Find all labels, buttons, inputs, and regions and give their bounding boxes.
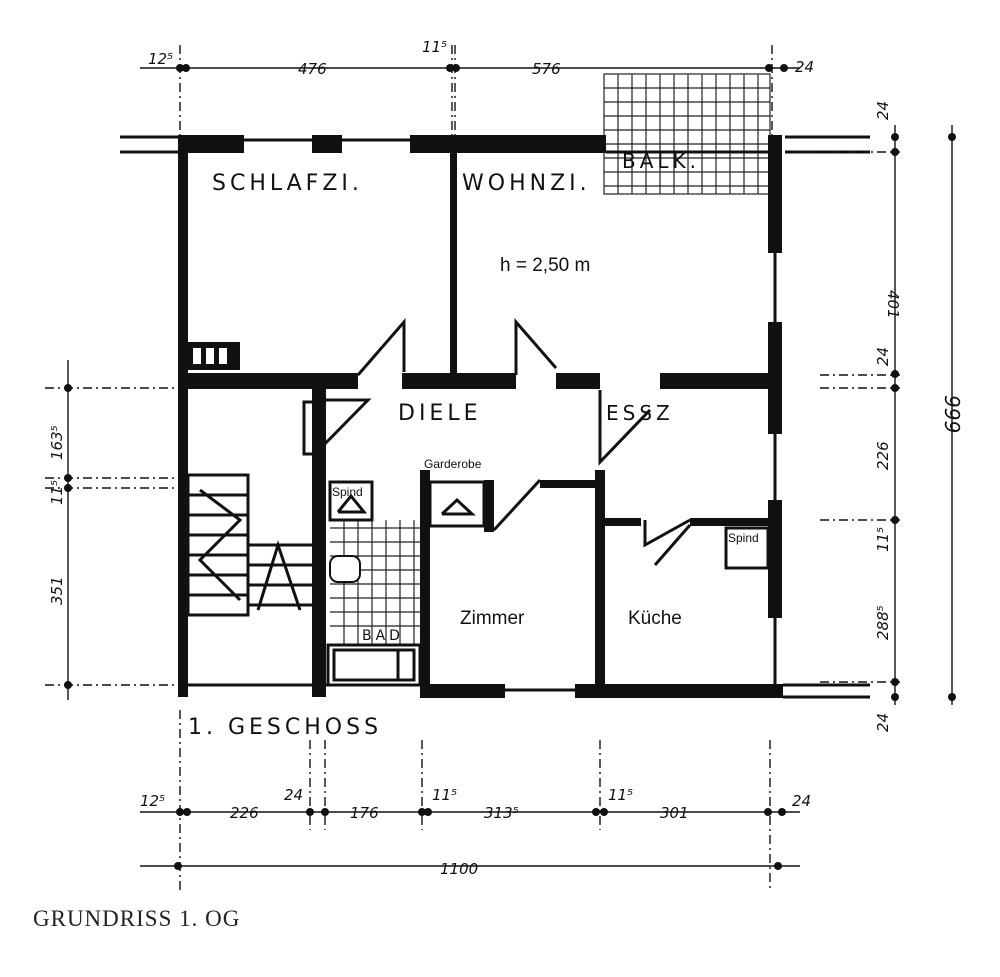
dim-top-5: 24 — [795, 58, 814, 76]
room-labels: SCHLAFZI. WOHNZI. BALK. DIELE ESSZ BAD 1… — [188, 149, 759, 740]
dim-bottom-7: 11⁵ — [608, 786, 633, 804]
label-wohnzimmer: WOHNZI. — [462, 171, 591, 196]
label-zimmer: Zimmer — [460, 608, 525, 629]
dim-total-width: 1100 — [440, 860, 478, 878]
exterior-walls — [120, 135, 870, 699]
dim-top-1: 12⁵ — [148, 50, 173, 68]
dim-right-2: 401 — [884, 290, 902, 319]
dim-bottom-1: 12⁵ — [140, 792, 165, 810]
label-esszimmer: ESSZ — [606, 401, 674, 425]
bathroom-fixtures — [326, 520, 422, 687]
top-dimension-chain: 12⁵ 476 11⁵ 576 24 — [140, 38, 814, 140]
wardrobes — [328, 480, 770, 570]
dim-bottom-6: 313⁵ — [484, 804, 519, 822]
label-kueche: Küche — [628, 608, 682, 629]
label-spind-right: Spind — [728, 531, 759, 545]
label-geschoss: 1. GESCHOSS — [188, 715, 382, 740]
dim-right-5: 11⁵ — [874, 527, 892, 552]
label-diele: DIELE — [398, 401, 482, 426]
dim-bottom-5: 11⁵ — [432, 786, 457, 804]
dim-total-height: 999 — [940, 395, 964, 433]
dim-bottom-3: 24 — [284, 786, 303, 804]
dim-right-7: 24 — [874, 713, 892, 732]
dim-bottom-8: 301 — [660, 804, 689, 822]
label-bad: BAD — [362, 628, 404, 644]
interior-walls — [182, 152, 768, 698]
label-garderobe: Garderobe — [424, 457, 482, 471]
ceiling-height: h = 2,50 m — [500, 255, 590, 276]
dim-left-2: 11⁵ — [48, 480, 66, 505]
dim-top-2: 476 — [298, 60, 327, 78]
dim-top-4: 576 — [532, 60, 561, 78]
dim-right-4: 226 — [874, 441, 892, 470]
dim-left-3: 351 — [48, 576, 66, 605]
label-balkon: BALK. — [622, 149, 700, 173]
dim-right-1: 24 — [874, 101, 892, 120]
dim-left-1: 163⁵ — [48, 425, 66, 460]
dim-right-3: 24 — [874, 347, 892, 366]
door-swings — [312, 317, 692, 566]
right-dimension-chain: 24 401 24 226 11⁵ 288⁵ 24 999 — [820, 101, 964, 732]
dim-bottom-9: 24 — [792, 792, 811, 810]
label-spind-left: Spind — [332, 485, 363, 499]
label-schlafzimmer: SCHLAFZI. — [212, 171, 363, 196]
bottom-dimension-chain: 12⁵ 226 24 176 11⁵ 313⁵ 11⁵ 301 24 1100 — [140, 710, 811, 890]
dim-bottom-4: 176 — [350, 804, 379, 822]
staircase — [186, 473, 312, 617]
left-dimension-chain: 163⁵ 11⁵ 351 — [45, 360, 180, 700]
dim-bottom-2: 226 — [230, 804, 259, 822]
dim-top-3: 11⁵ — [422, 38, 447, 56]
plan-caption: GRUNDRISS 1. OG — [33, 906, 241, 931]
dim-right-6: 288⁵ — [874, 605, 892, 640]
balcony-tile-grid — [603, 73, 771, 195]
